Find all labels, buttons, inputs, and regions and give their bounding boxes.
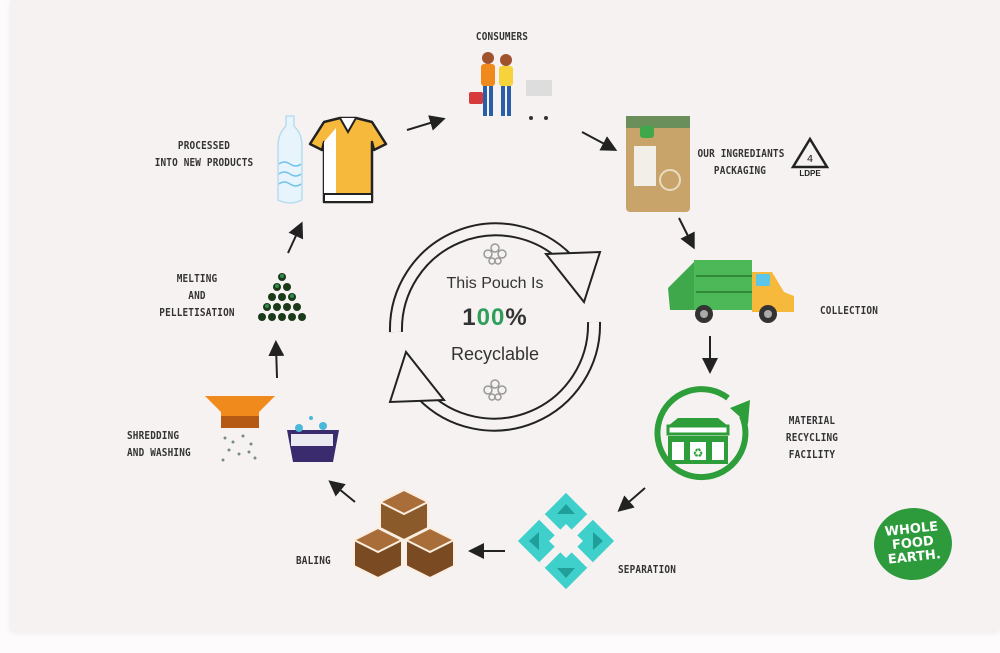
circular-arrows-icon [388,222,602,432]
center-percent: 100% [378,304,612,332]
pellets-icon [258,273,306,321]
recycle-triangle-icon: 4 [790,136,830,169]
recycling-facility-icon: ♻ [654,386,750,481]
label-collection: COLLECTION [820,304,878,317]
percent-recycle-zeros: 00 [476,304,506,331]
center-line-1: This Pouch Is [446,275,544,292]
percent-digit: 1 [462,304,477,331]
logo-line-3: EARTH. [887,547,942,568]
pouch-icon [626,116,690,212]
ldpe-recycle-badge: 4 LDPE [790,136,830,182]
shredder-wash-icon [205,396,339,462]
ldpe-label: LDPE [799,169,821,178]
label-separation: SEPARATION [618,563,676,576]
bales-icon [351,488,457,580]
percent-sign: % [505,304,528,331]
label-baling: BALING [296,554,331,567]
bottle-shirt-icon [277,115,388,204]
center-recycle-badge: This Pouch Is 100% Recyclable [378,212,612,442]
flower-icon-bottom [483,379,507,401]
shoppers-icon [469,52,552,120]
svg-text:4: 4 [807,154,813,165]
separation-arrows-icon [517,492,615,590]
center-line-3: Recyclable [450,344,540,364]
label-consumers: CONSUMERS [475,30,529,43]
svg-text:♻: ♻ [693,446,704,460]
garbage-truck-icon [668,260,794,323]
flower-icon-top [483,243,507,265]
